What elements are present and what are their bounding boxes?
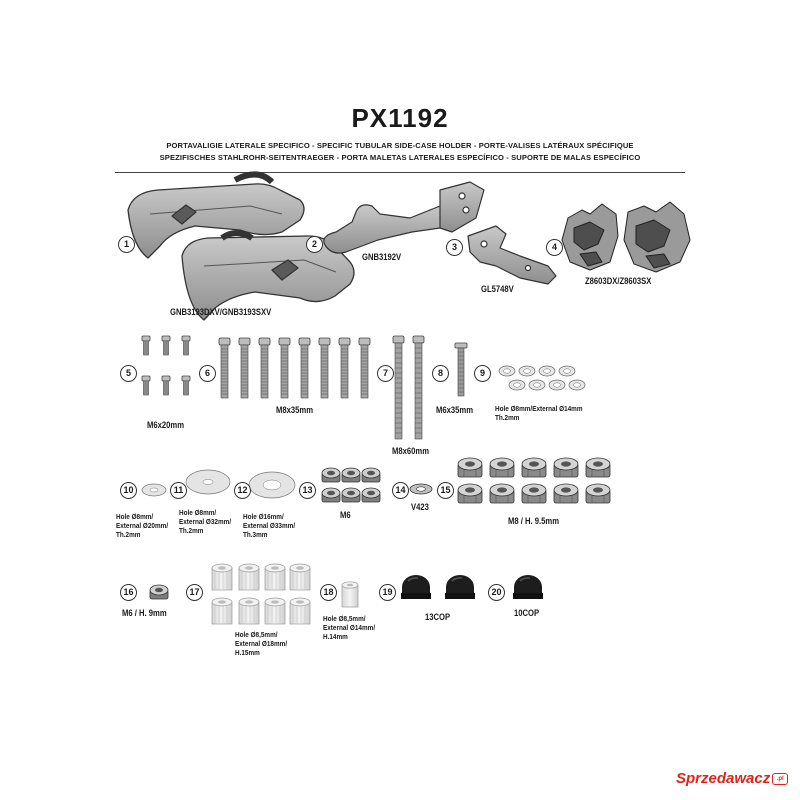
item-label-15: M8 / H. 9.5mm xyxy=(508,516,560,526)
item-number-18: 18 xyxy=(320,584,337,601)
item-number-7: 7 xyxy=(377,365,394,382)
item-number-13: 13 xyxy=(299,482,316,499)
plates-z8603 xyxy=(561,201,691,273)
item-number-16: 16 xyxy=(120,584,137,601)
item-label-10: Hole Ø8mm/ External Ø20mm/ Th.2mm xyxy=(116,512,169,539)
item-number-6: 6 xyxy=(199,365,216,382)
item-label-19: 13COP xyxy=(425,612,451,622)
item-label-17: Hole Ø8,5mm/ External Ø18mm/ H.15mm xyxy=(235,630,288,657)
header-divider xyxy=(115,172,685,173)
item-label-14: V423 xyxy=(411,502,429,512)
washer-item-12 xyxy=(248,471,296,499)
item-number-19: 19 xyxy=(379,584,396,601)
caps-13cop xyxy=(400,574,476,600)
washer-item-11 xyxy=(185,469,231,495)
holder-front xyxy=(181,230,355,321)
plate-gl5748v xyxy=(467,225,557,285)
bolts-m6x20 xyxy=(141,335,191,396)
spacers-item-17 xyxy=(211,563,311,625)
item-number-1: 1 xyxy=(118,236,135,253)
nuts-m6 xyxy=(321,467,381,503)
subtitle-line-2: SPEZIFISCHES STAHLROHR-SEITENTRAEGER - P… xyxy=(159,153,641,162)
bolts-m8x35 xyxy=(218,337,371,399)
item-number-3: 3 xyxy=(446,239,463,256)
item-label-6: M8x35mm xyxy=(276,405,314,415)
item-label-16: M6 / H. 9mm xyxy=(122,608,167,618)
spacer-item-18 xyxy=(341,581,359,608)
nuts-m8 xyxy=(457,457,611,504)
item-label-2: GNB3192V xyxy=(362,252,402,262)
item-number-12: 12 xyxy=(234,482,251,499)
item-number-5: 5 xyxy=(120,365,137,382)
item-label-7: M8x60mm xyxy=(392,446,430,456)
item-label-4: Z8603DX/Z8603SX xyxy=(585,276,652,286)
item-number-14: 14 xyxy=(392,482,409,499)
subtitle-line-1: PORTAVALIGIE LATERALE SPECIFICO - SPECIF… xyxy=(166,141,634,150)
item-number-8: 8 xyxy=(432,365,449,382)
item-number-4: 4 xyxy=(546,239,563,256)
cap-10cop xyxy=(512,574,544,600)
item-label-12: Hole Ø16mm/ External Ø33mm/ Th.3mm xyxy=(243,512,296,539)
item-number-9: 9 xyxy=(474,365,491,382)
item-number-20: 20 xyxy=(488,584,505,601)
item-label-1: GNB3193DXV/GNB3193SXV xyxy=(170,307,272,317)
page-title: PX1192 xyxy=(351,103,449,133)
bolt-m6x35 xyxy=(454,342,468,397)
item-label-13: M6 xyxy=(340,510,351,520)
item-number-2: 2 xyxy=(306,236,323,253)
item-label-20: 10COP xyxy=(514,608,540,618)
item-number-11: 11 xyxy=(170,482,187,499)
bracket-gnb3192v xyxy=(323,181,485,254)
washer-item-10 xyxy=(141,483,167,497)
item-label-8: M6x35mm xyxy=(436,405,474,415)
bolts-m8x60 xyxy=(392,335,425,440)
item-label-18: Hole Ø8,5mm/ External Ø14mm/ H.14mm xyxy=(323,614,376,641)
item-label-9: Hole Ø8mm/External Ø14mm Th.2mm xyxy=(495,404,583,422)
item-label-5: M6x20mm xyxy=(147,420,185,430)
item-label-3: GL5748V xyxy=(481,284,514,294)
nut-v423 xyxy=(409,483,433,495)
washers-item-9 xyxy=(498,365,586,391)
item-number-15: 15 xyxy=(437,482,454,499)
item-label-11: Hole Ø8mm/ External Ø32mm/ Th.2mm xyxy=(179,508,232,535)
nut-m6-flange xyxy=(149,584,169,600)
item-number-10: 10 xyxy=(120,482,137,499)
holder-rear xyxy=(127,171,305,259)
watermark-logo: Sprzedawacz.pl xyxy=(676,770,789,787)
item-number-17: 17 xyxy=(186,584,203,601)
